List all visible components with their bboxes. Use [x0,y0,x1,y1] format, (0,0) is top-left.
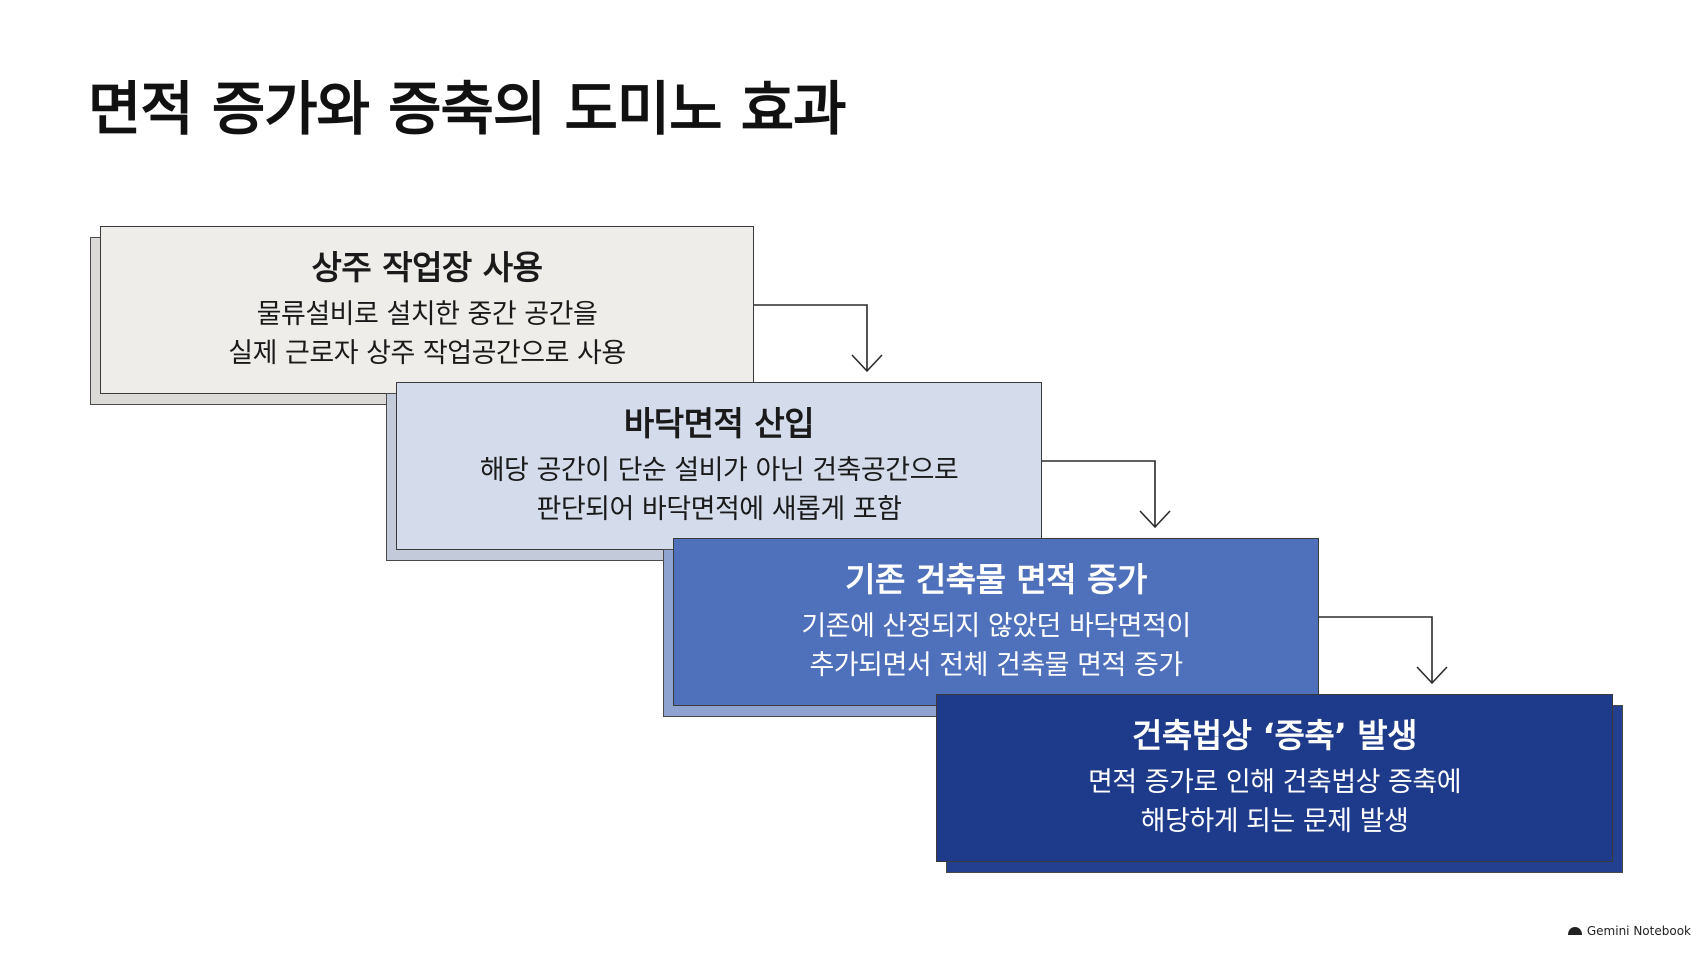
step-2-line-1: 해당 공간이 단순 설비가 아닌 건축공간으로 [479,455,959,487]
watermark: Gemini Notebook [1567,924,1691,938]
step-3-heading: 기존 건축물 면적 증가 [845,560,1147,600]
gemini-notebook-logo-icon [1567,927,1582,935]
connector-arrowhead-1 [851,354,883,373]
step-4-heading: 건축법상 ‘증축’ 발생 [1132,716,1417,756]
step-3-line-2: 추가되면서 전체 건축물 면적 증가 [809,649,1183,681]
connector-arrow-2 [1042,460,1156,526]
step-2-box: 바닥면적 산입 해당 공간이 단순 설비가 아닌 건축공간으로 판단되어 바닥면… [396,382,1042,550]
step-1-line-2: 실제 근로자 상주 작업공간으로 사용 [228,337,626,369]
watermark-text: Gemini Notebook [1586,924,1691,938]
connector-arrow-1 [754,304,868,370]
connector-arrowhead-2 [1139,510,1171,529]
step-3-box: 기존 건축물 면적 증가 기존에 산정되지 않았던 바닥면적이 추가되면서 전체… [673,538,1319,706]
step-1-line-1: 물류설비로 설치한 중간 공간을 [256,299,598,331]
slide-title: 면적 증가와 증축의 도미노 효과 [88,75,846,143]
step-3-line-1: 기존에 산정되지 않았던 바닥면적이 [801,611,1191,643]
step-1-heading: 상주 작업장 사용 [311,248,544,288]
step-2-heading: 바닥면적 산입 [623,404,815,444]
step-4-box: 건축법상 ‘증축’ 발생 면적 증가로 인해 건축법상 증축에 해당하게 되는 … [936,694,1613,862]
step-4-line-2: 해당하게 되는 문제 발생 [1140,805,1409,837]
step-4-line-1: 면적 증가로 인해 건축법상 증축에 [1087,767,1462,799]
connector-arrowhead-3 [1416,666,1448,685]
step-1-box: 상주 작업장 사용 물류설비로 설치한 중간 공간을 실제 근로자 상주 작업공… [100,226,754,394]
connector-arrow-3 [1319,616,1433,682]
step-2-line-2: 판단되어 바닥면적에 새롭게 포함 [536,493,902,525]
